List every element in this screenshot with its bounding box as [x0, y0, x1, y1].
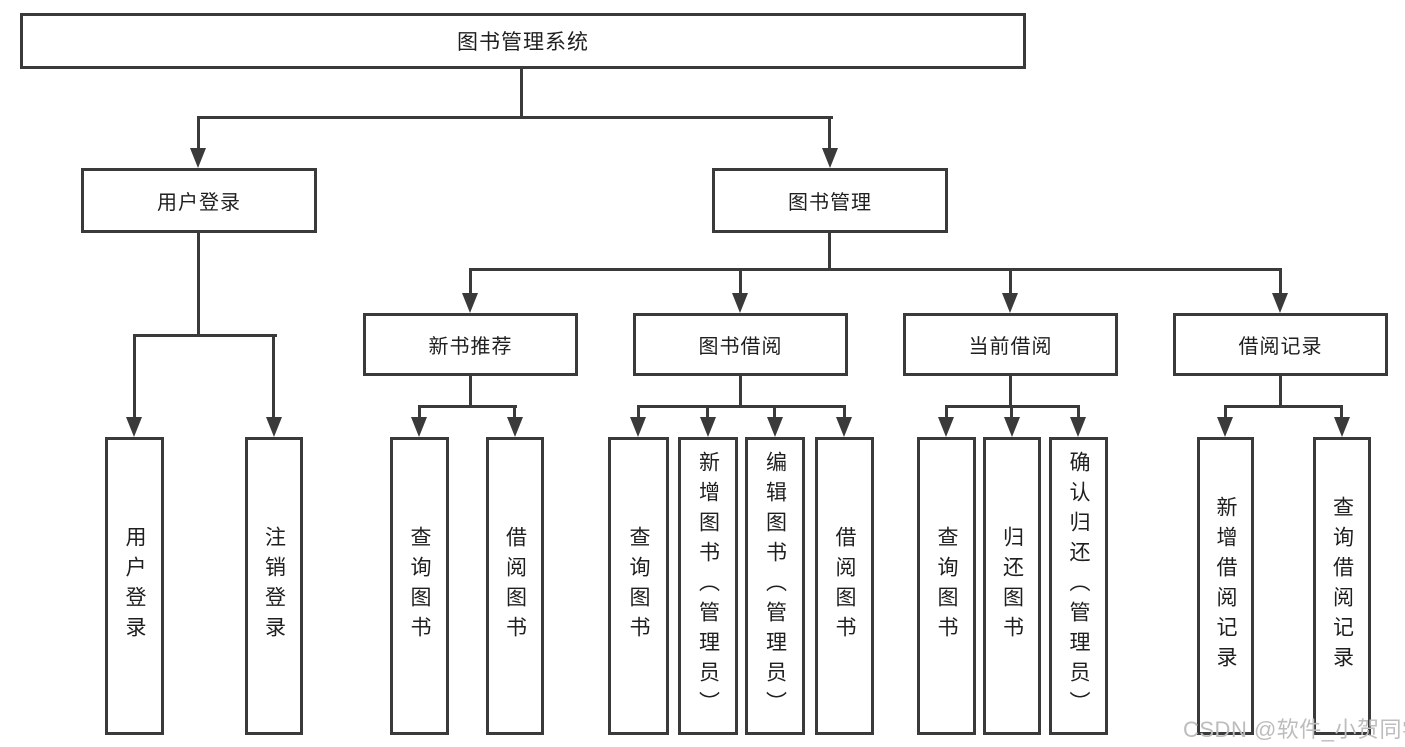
arrowhead-g2-a2 [700, 417, 716, 437]
arrowhead-g4-a1 [1217, 417, 1233, 437]
node-label: 借阅图书 [833, 526, 856, 646]
arrowhead-current-borrow [1002, 293, 1018, 313]
connector-to-borrow-record [1279, 271, 1282, 295]
arrowhead-g3-a2 [1004, 417, 1020, 437]
arrowhead-g2-a4 [836, 417, 852, 437]
connector-g4-a2 [1340, 408, 1343, 418]
connector-g3-a1 [945, 408, 948, 418]
node-label: 借阅记录 [1238, 336, 1323, 358]
arrowhead-leaf-user-login [126, 417, 142, 437]
node-user-login: 用户登录 [81, 168, 317, 233]
connector-g2-a1 [637, 408, 640, 418]
connector-book-mgmt-bar [469, 268, 1282, 271]
connector-g3-bar [945, 405, 1080, 408]
node-label: 确认归还（管理员） [1067, 451, 1090, 721]
leaf-edit-book-admin: 编辑图书（管理员） [745, 437, 805, 735]
csdn-watermark: CSDN @软件_小贺同学 [1183, 717, 1405, 742]
connector-to-current-borrow [1009, 271, 1012, 295]
arrowhead-leaf-logout [266, 417, 282, 437]
leaf-borrow-books-borrow: 借阅图书 [815, 437, 874, 735]
arrowhead-g1-a1 [411, 417, 427, 437]
connector-g4-bar [1224, 405, 1343, 408]
connector-g1-a2 [513, 408, 516, 418]
node-label: 图书管理 [788, 192, 872, 214]
arrowhead-g2-a3 [767, 417, 783, 437]
connector-book-mgmt-stem [828, 233, 831, 271]
leaf-logout: 注销登录 [245, 437, 303, 735]
node-label: 新增借阅记录 [1214, 496, 1237, 676]
arrowhead-g3-a3 [1070, 417, 1086, 437]
arrowhead-borrow-record [1272, 293, 1288, 313]
leaf-query-borrow-record: 查询借阅记录 [1313, 437, 1371, 735]
arrowhead-book-borrow [732, 293, 748, 313]
arrowhead-new-book [462, 293, 478, 313]
node-current-borrow: 当前借阅 [903, 313, 1118, 376]
connector-g1-a1 [418, 408, 421, 418]
connector-g3-a2 [1010, 408, 1013, 418]
leaf-user-login: 用户登录 [105, 437, 164, 735]
node-label: 注销登录 [262, 526, 286, 646]
node-label: 查询借阅记录 [1330, 496, 1354, 676]
connector-g2-a4 [843, 408, 846, 418]
connector-g2-a3 [773, 408, 776, 418]
node-borrow-record: 借阅记录 [1173, 313, 1388, 376]
connector-to-user-login [197, 119, 200, 149]
connector-to-book-management [828, 119, 831, 149]
node-book-management: 图书管理 [712, 168, 948, 233]
connector-g2-stem [739, 376, 742, 407]
node-label: 编辑图书（管理员） [763, 451, 787, 721]
arrowhead-user-login [190, 148, 206, 168]
node-label: 图书借阅 [698, 336, 783, 358]
connector-root-bar [197, 116, 833, 119]
connector-to-leaf-user-login [133, 337, 136, 418]
node-label: 查询图书 [935, 526, 958, 646]
node-label: 用户登录 [157, 192, 241, 214]
connector-root-stem [520, 68, 523, 119]
node-label: 借阅图书 [503, 526, 527, 646]
connector-g4-a1 [1224, 408, 1227, 418]
node-label: 用户登录 [123, 526, 146, 646]
node-label: 新书推荐 [428, 336, 513, 358]
node-root: 图书管理系统 [20, 13, 1026, 69]
arrowhead-book-management [822, 148, 838, 168]
connector-to-book-borrow [739, 271, 742, 295]
leaf-query-books-current: 查询图书 [917, 437, 976, 735]
connector-to-leaf-logout [272, 337, 275, 418]
connector-g3-a3 [1077, 408, 1080, 418]
connector-g1-bar [418, 405, 517, 408]
connector-to-new-book [469, 271, 472, 295]
connector-user-login-stem [197, 233, 200, 336]
arrowhead-g1-a2 [507, 417, 523, 437]
arrowhead-g4-a2 [1334, 417, 1350, 437]
leaf-return-book: 归还图书 [983, 437, 1041, 735]
node-new-book-recommend: 新书推荐 [363, 313, 578, 376]
leaf-borrow-books-recommend: 借阅图书 [486, 437, 544, 735]
connector-g2-a2 [706, 408, 709, 418]
connector-g1-stem [469, 376, 472, 407]
node-label: 归还图书 [1000, 526, 1024, 646]
arrowhead-g3-a1 [938, 417, 954, 437]
node-label: 当前借阅 [968, 336, 1053, 358]
leaf-query-books-borrow: 查询图书 [608, 437, 669, 735]
node-label: 查询图书 [408, 526, 431, 646]
connector-g2-bar [637, 405, 846, 408]
leaf-add-book-admin: 新增图书（管理员） [678, 437, 738, 735]
node-label: 查询图书 [627, 526, 650, 646]
node-label: 新增图书（管理员） [696, 451, 720, 721]
leaf-query-books-recommend: 查询图书 [390, 437, 449, 735]
connector-g3-stem [1009, 376, 1012, 407]
leaf-add-borrow-record: 新增借阅记录 [1197, 437, 1254, 735]
node-book-borrow: 图书借阅 [633, 313, 848, 376]
connector-user-login-bar [133, 334, 277, 337]
node-label: 图书管理系统 [457, 31, 589, 54]
connector-g4-stem [1279, 376, 1282, 407]
leaf-confirm-return-admin: 确认归还（管理员） [1049, 437, 1108, 735]
arrowhead-g2-a1 [630, 417, 646, 437]
